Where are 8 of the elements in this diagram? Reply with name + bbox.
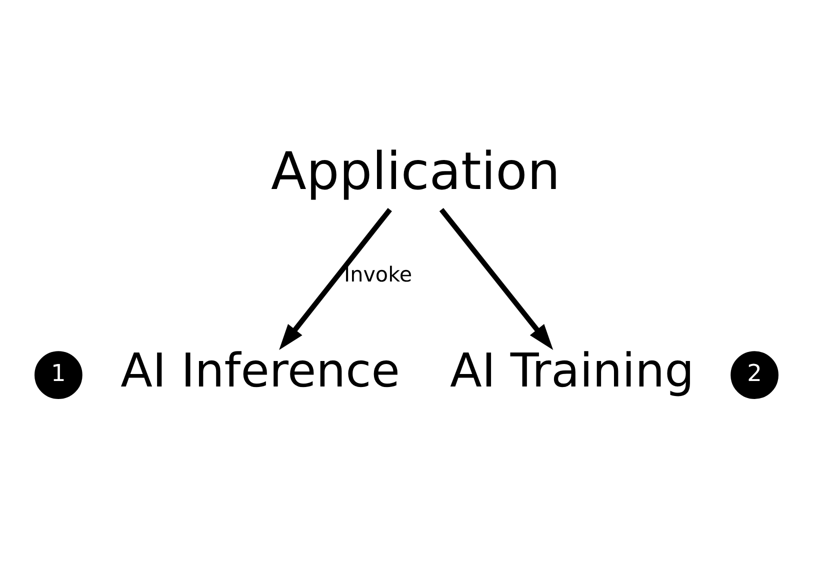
node-text: AI Inference: [120, 342, 400, 397]
node-label: 2: [747, 359, 762, 386]
edge-label: Invoke: [344, 262, 412, 286]
node-label: 1: [51, 359, 66, 386]
node-text: Application: [270, 141, 560, 202]
arrow: [279, 207, 392, 350]
arrow: [439, 207, 554, 350]
node-text: AI Training: [450, 342, 694, 397]
